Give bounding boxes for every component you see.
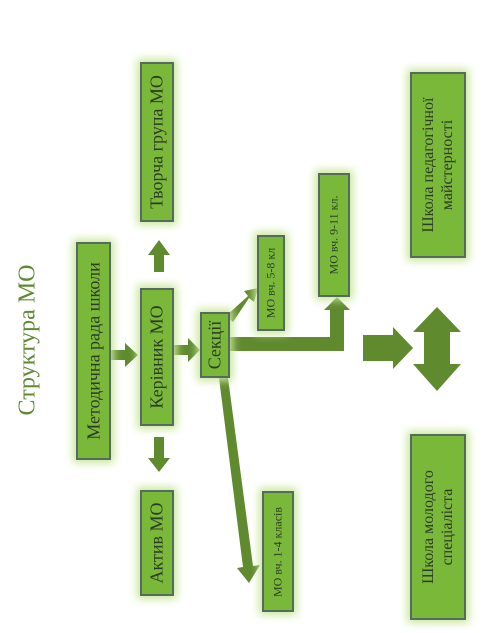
- arrow-sektsii-to-mo-9-11: [230, 297, 350, 351]
- box-aktyv: Актив МО: [140, 490, 174, 596]
- label-shkola-molodoho: Школа молодого спеціаліста: [419, 452, 457, 602]
- box-mo-5-8: МО вч. 5-8 кл: [257, 235, 285, 331]
- box-sektsii: Секції: [200, 312, 230, 378]
- label-kerivnyk: Керівник МО: [146, 305, 167, 409]
- box-mo-1-4: МО вч. 1-4 класів: [262, 491, 294, 612]
- block-arrow-double-vertical: [413, 307, 461, 391]
- box-metod-rada: Методична рада школи: [76, 242, 111, 460]
- box-shkola-molodoho: Школа молодого спеціаліста: [410, 434, 466, 620]
- label-tvorcha: Творча група МО: [146, 75, 167, 209]
- arrow-kerivnyk-to-aktyv: [148, 437, 170, 472]
- label-aktyv: Актив МО: [146, 502, 167, 584]
- arrow-rada-to-kerivnyk: [110, 343, 138, 367]
- box-tvorcha: Творча група МО: [140, 62, 174, 222]
- box-kerivnyk: Керівник МО: [140, 288, 174, 426]
- box-mo-9-11: МО вч. 9-11 кл.: [318, 173, 350, 297]
- label-mo-1-4: МО вч. 1-4 класів: [270, 506, 285, 597]
- label-shkola-molodoho-text: Школа молодого спеціаліста: [420, 470, 456, 584]
- label-sektsii: Секції: [204, 320, 225, 370]
- block-arrow-right: [363, 327, 413, 369]
- arrow-kerivnyk-to-sektsii: [174, 338, 200, 362]
- arrow-sektsii-to-mo-1-4: [219, 378, 260, 583]
- label-metod-rada: Методична рада школи: [83, 262, 103, 440]
- label-shkola-pedmaisternosti: Школа педагогічної майстерності: [419, 75, 457, 255]
- label-shkola-pedmaisternosti-text: Школа педагогічної майстерності: [420, 97, 456, 233]
- arrow-kerivnyk-to-tvorcha: [148, 240, 170, 272]
- label-mo-9-11: МО вч. 9-11 кл.: [326, 195, 341, 275]
- label-mo-5-8: МО вч. 5-8 кл: [263, 247, 278, 319]
- box-shkola-pedmaisternosti: Школа педагогічної майстерності: [410, 72, 466, 258]
- arrow-sektsii-to-mo-5-8: [226, 288, 258, 322]
